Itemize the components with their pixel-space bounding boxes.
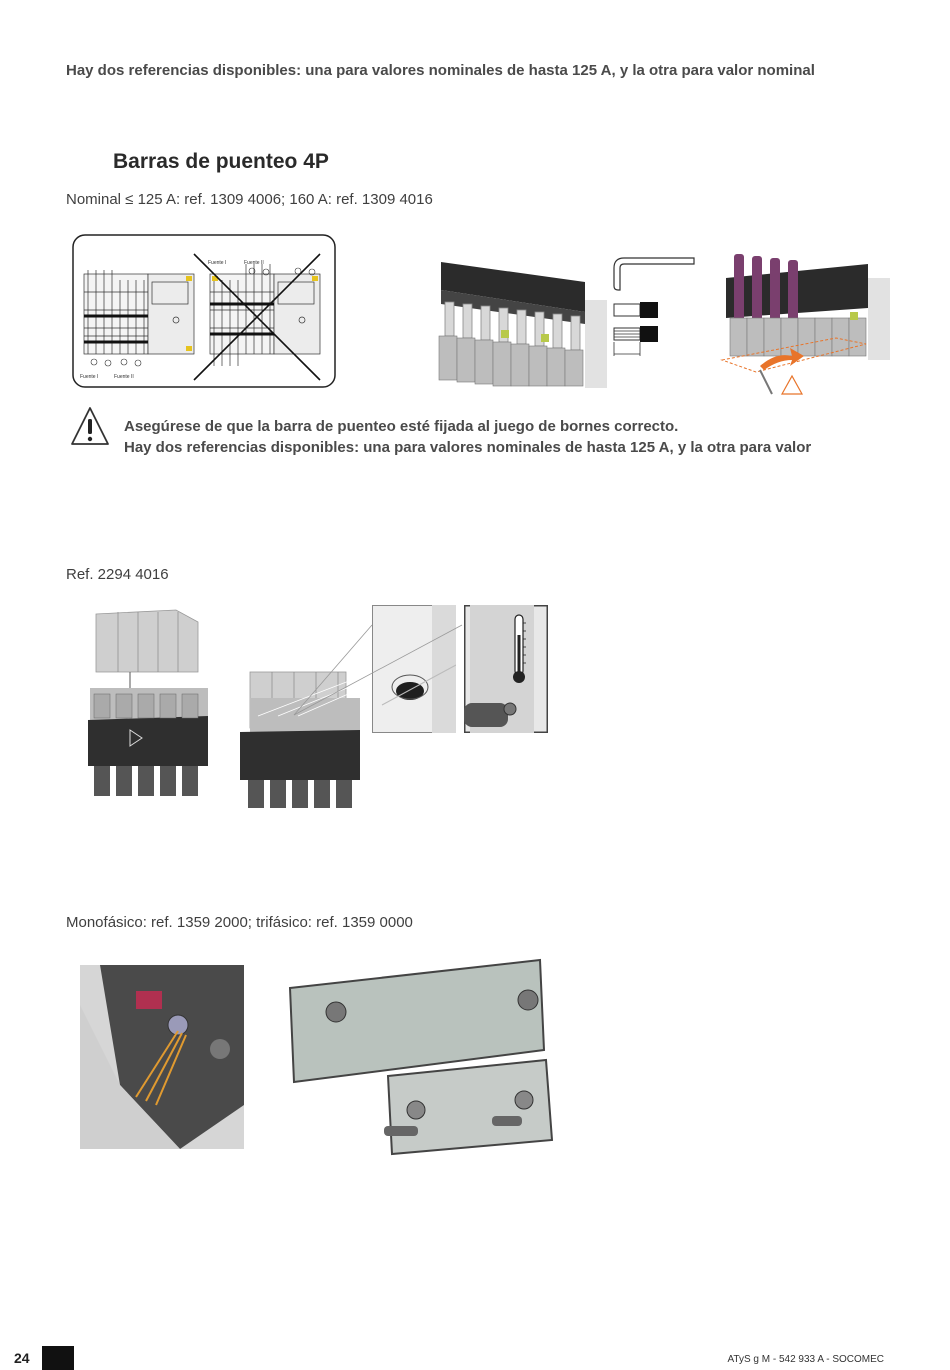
cover-ref: Ref. 2294 4016	[66, 566, 169, 583]
page-number: 24	[14, 1350, 30, 1366]
phase-install-photo	[80, 965, 244, 1149]
terminal-cover-photo-1	[86, 606, 210, 798]
terminal-cover-photo-2	[238, 668, 363, 810]
hex-key-cable-illustration	[610, 250, 700, 360]
document-reference: ATyS g M - 542 933 A - SOCOMEC	[727, 1354, 884, 1365]
bridge-bar-mounted-photo	[716, 248, 890, 396]
warning-icon	[70, 406, 110, 446]
bridge-bar-photo	[435, 250, 607, 388]
seal-detail-photo	[372, 605, 457, 733]
diagram-label-fuente-1-top: Fuente I	[208, 260, 226, 266]
intro-text: Hay dos referencias disponibles: una par…	[66, 62, 815, 79]
diagram-label-fuente-1-bottom: Fuente I	[80, 374, 98, 380]
diagram-label-fuente-2-bottom: Fuente II	[114, 374, 134, 380]
warning-line-1: Asegúrese de que la barra de puenteo est…	[124, 418, 679, 435]
bridge-refs: Nominal ≤ 125 A: ref. 1309 4006; 160 A: …	[66, 191, 433, 208]
footer-black-tab	[42, 1346, 74, 1370]
warning-line-2: Hay dos referencias disponibles: una par…	[124, 439, 812, 456]
diagram-label-fuente-2-top: Fuente II	[244, 260, 264, 266]
wiring-diagram: Fuente I Fuente II Fuente I Fuente II	[72, 234, 336, 388]
temperature-detail-photo	[463, 604, 549, 734]
callout-lines	[246, 605, 476, 725]
phase-plates-illustration	[284, 956, 554, 1162]
section-title: Barras de puenteo 4P	[113, 150, 329, 173]
phase-refs: Monofásico: ref. 1359 2000; trifásico: r…	[66, 914, 413, 931]
